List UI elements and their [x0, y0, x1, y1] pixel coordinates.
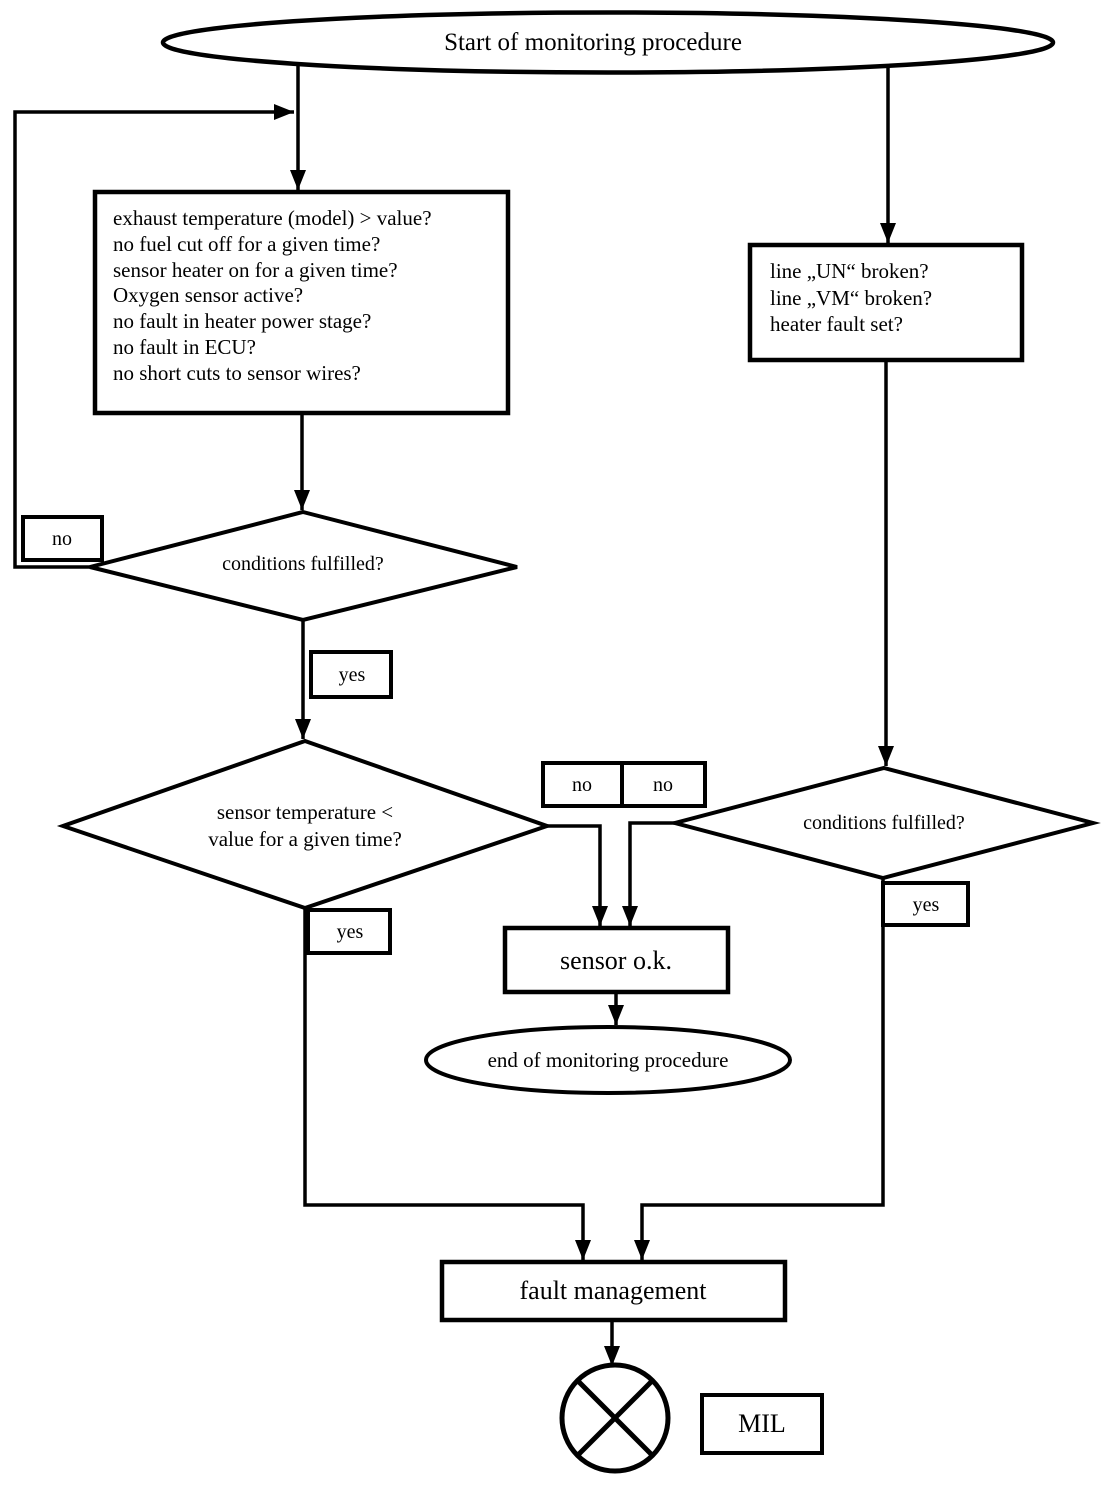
- mil-indicator-symbol: [559, 1362, 671, 1474]
- yes-label: yes: [913, 894, 940, 916]
- decision2-label-line2: value for a given time?: [208, 827, 402, 851]
- entry-conditions-box: [92, 189, 511, 416]
- no-label-box-decision3: [620, 761, 707, 808]
- yes-label: yes: [339, 664, 366, 686]
- yes-label-box-decision1: [309, 650, 393, 699]
- heater-checks-text: line „UN“ broken? line „VM“ broken? heat…: [770, 259, 932, 336]
- edge-decision3-yes-to-fault-management: [634, 878, 885, 1260]
- edge-decision2-yes-to-fault-management: [303, 908, 591, 1260]
- heater-check-line: heater fault set?: [770, 312, 903, 336]
- heater-check-line: line „UN“ broken?: [770, 259, 929, 283]
- sensor-ok-box: [502, 925, 731, 995]
- entry-condition-line: no short cuts to sensor wires?: [113, 361, 361, 385]
- yes-label-box-decision3: [881, 881, 970, 927]
- edge-decision2-no-to-sensor-ok: [547, 824, 608, 926]
- entry-condition-line: Oxygen sensor active?: [113, 283, 303, 307]
- decision-conditions-fulfilled-right: [667, 765, 1101, 881]
- entry-condition-line: sensor heater on for a given time?: [113, 258, 398, 282]
- edge-no-loop-back: [13, 104, 294, 569]
- decision-sensor-temperature: [56, 738, 554, 911]
- yes-label: yes: [337, 921, 364, 943]
- no-label-box-loop: [21, 515, 104, 562]
- decision2-label-line1: sensor temperature <: [217, 800, 393, 824]
- yes-label-box-decision2: [306, 908, 392, 955]
- fault-management-box: [439, 1259, 788, 1323]
- end-label: end of monitoring procedure: [488, 1048, 729, 1072]
- edge-decision3-no-to-sensor-ok: [622, 821, 675, 926]
- no-label: no: [572, 774, 592, 796]
- mil-label: MIL: [738, 1409, 786, 1438]
- mil-circle: [559, 1362, 671, 1474]
- entry-condition-line: no fault in heater power stage?: [113, 309, 371, 333]
- end-terminator: [424, 1025, 792, 1095]
- fault-management-label: fault management: [520, 1276, 708, 1305]
- mil-label-box: [700, 1393, 824, 1455]
- mil-cross-line: [575, 1378, 655, 1458]
- entry-condition-line: no fault in ECU?: [113, 335, 256, 359]
- no-label: no: [653, 774, 673, 796]
- decision3-label: conditions fulfilled?: [803, 812, 965, 834]
- entry-condition-line: exhaust temperature (model) > value?: [113, 206, 432, 230]
- entry-conditions-text: exhaust temperature (model) > value? no …: [113, 206, 432, 385]
- decision-conditions-fulfilled-left: [89, 509, 518, 623]
- sensor-ok-label: sensor o.k.: [560, 946, 672, 975]
- heater-checks-box: [747, 242, 1025, 363]
- start-label: Start of monitoring procedure: [444, 29, 742, 56]
- heater-check-line: line „VM“ broken?: [770, 286, 932, 310]
- entry-condition-line: no fuel cut off for a given time?: [113, 232, 380, 256]
- start-terminator: [160, 10, 1056, 75]
- decision1-label: conditions fulfilled?: [222, 553, 384, 575]
- no-label: no: [52, 528, 72, 550]
